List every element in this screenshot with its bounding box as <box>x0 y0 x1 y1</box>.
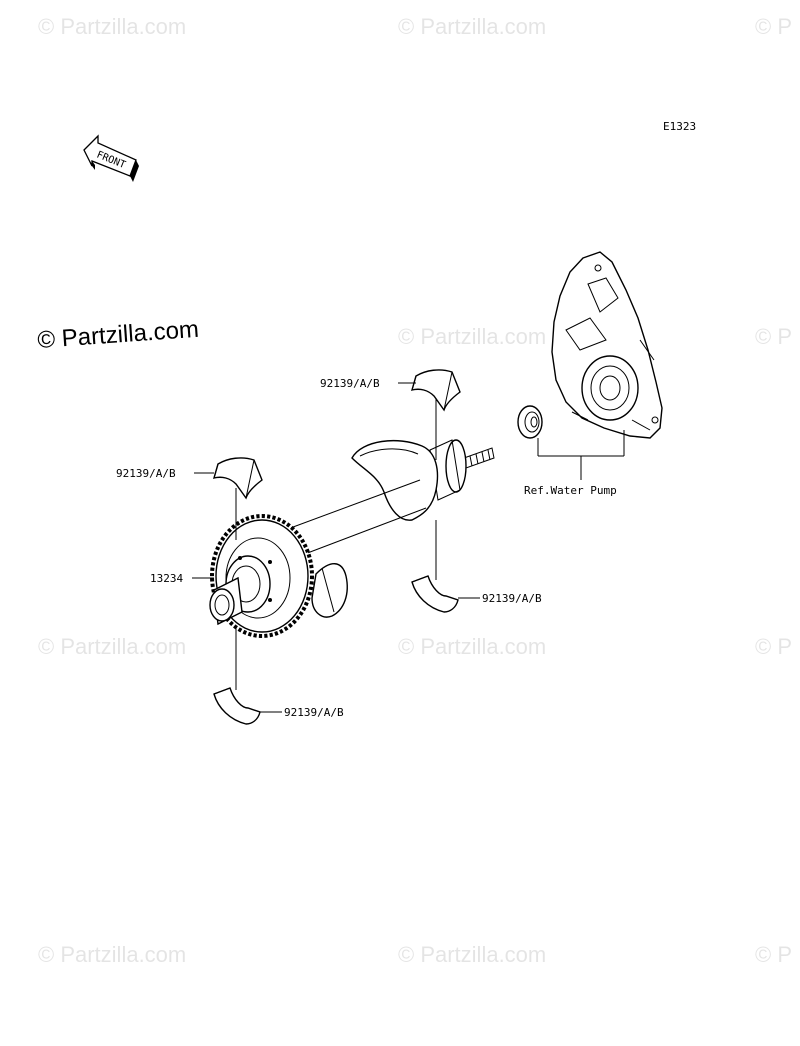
bearing-insert-upper-left <box>212 457 263 500</box>
watermark: © Partzilla.com <box>398 324 546 349</box>
watermark: © P <box>755 14 792 39</box>
watermark-layer: © Partzilla.com © Partzilla.com © P © Pa… <box>38 14 792 967</box>
water-pump-cover <box>551 251 663 439</box>
balancer-gear <box>209 514 314 638</box>
watermark: © Partzilla.com <box>398 942 546 967</box>
watermark: © P <box>755 634 792 659</box>
callout-gear: 13234 <box>150 572 183 585</box>
callout-bearing-upper-left: 92139/A/B <box>116 467 176 480</box>
water-pump-ref-bracket <box>537 430 625 480</box>
callout-bearing-lower-left: 92139/A/B <box>284 706 344 719</box>
front-arrow-icon: FRONT <box>83 134 139 182</box>
callout-bearing-upper-right: 92139/A/B <box>320 377 380 390</box>
watermark: © Partzilla.com <box>398 634 546 659</box>
leader-lines <box>192 382 480 713</box>
watermark: © Partzilla.com <box>38 634 186 659</box>
bearing-insert-lower-right <box>411 575 459 613</box>
oil-seal <box>517 405 543 439</box>
watermark: © P <box>755 942 792 967</box>
watermark: © Partzilla.com <box>38 14 186 39</box>
bearing-insert-lower-left <box>213 687 261 725</box>
water-pump-ref-label: Ref.Water Pump <box>524 484 617 497</box>
watermark: © Partzilla.com <box>38 942 186 967</box>
watermark: © Partzilla.com <box>398 14 546 39</box>
partzilla-watermark-main: © Partzilla.com <box>37 316 200 354</box>
diagram-code: E1323 <box>663 120 696 133</box>
callout-bearing-lower-right: 92139/A/B <box>482 592 542 605</box>
balancer-shaft <box>257 439 495 618</box>
watermark: © P <box>755 324 792 349</box>
